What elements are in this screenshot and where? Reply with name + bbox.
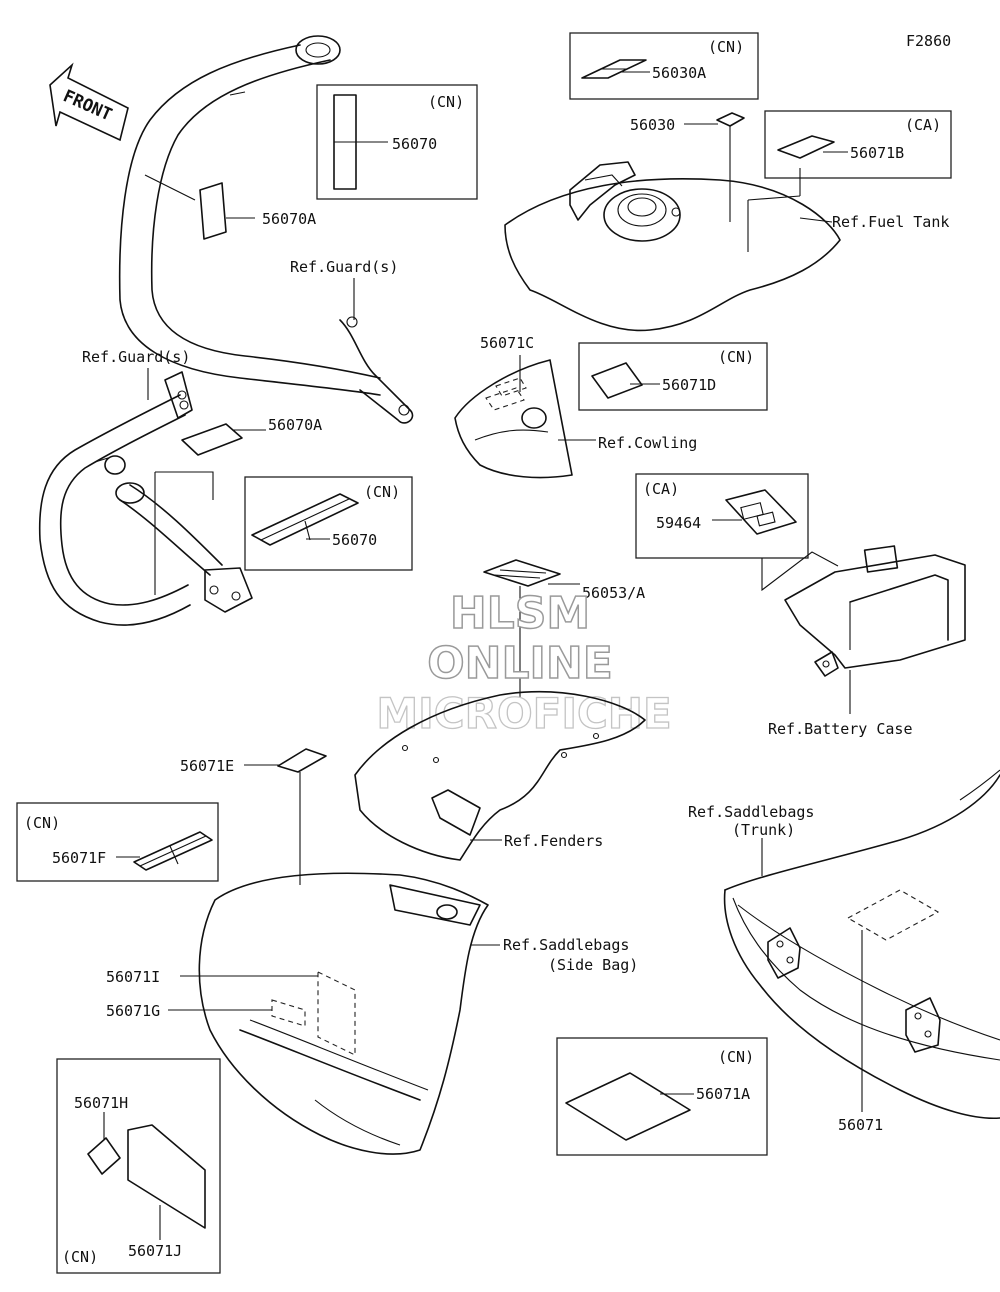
ca-tag-59464: (CA) xyxy=(643,480,679,498)
label-56071A-drawing xyxy=(565,1072,694,1141)
cn-tag-56030A: (CN) xyxy=(708,38,744,56)
part-56070A-top: 56070A xyxy=(262,210,316,228)
label-56071H-drawing xyxy=(87,1112,121,1175)
part-56070-top: 56070 xyxy=(392,135,437,153)
cn-box-56070-top xyxy=(316,84,478,200)
part-56071J: 56071J xyxy=(128,1242,182,1260)
cn-box-56071D xyxy=(578,342,768,411)
part-56053A: 56053/A xyxy=(582,584,645,602)
part-56071C: 56071C xyxy=(480,334,534,352)
ref-fenders: Ref.Fenders xyxy=(504,832,603,850)
engine-guard-top-drawing xyxy=(118,35,414,424)
cn-tag-56070-top: (CN) xyxy=(428,93,464,111)
label-56071J-drawing xyxy=(127,1124,206,1240)
part-59464: 59464 xyxy=(656,514,701,532)
saddlebag-side-drawing xyxy=(168,872,500,1155)
part-56071D: 56071D xyxy=(662,376,716,394)
cn-box-56071A xyxy=(556,1037,768,1156)
ref-saddlebags-trunk-1: Ref.Saddlebags xyxy=(688,803,814,821)
fuel-tank-drawing xyxy=(504,112,841,332)
cn-box-56071HJ xyxy=(56,1058,221,1274)
label-56070-top-drawing xyxy=(333,94,388,190)
part-56071H: 56071H xyxy=(74,1094,128,1112)
label-56071E-drawing xyxy=(244,748,327,885)
part-56071A: 56071A xyxy=(696,1085,750,1103)
fender-drawing xyxy=(354,691,646,861)
cn-tag-56071D: (CN) xyxy=(718,348,754,366)
part-56071F: 56071F xyxy=(52,849,106,867)
cn-tag-56071A: (CN) xyxy=(718,1048,754,1066)
label-56070-mid-drawing xyxy=(251,493,359,546)
part-56070A-mid: 56070A xyxy=(268,416,322,434)
figure-code: F2860 xyxy=(906,32,951,50)
cn-box-56070-mid xyxy=(244,476,413,571)
ref-fuel-tank: Ref.Fuel Tank xyxy=(832,213,949,231)
ref-cowling: Ref.Cowling xyxy=(598,434,697,452)
part-56071E: 56071E xyxy=(180,757,234,775)
watermark-line2: ONLINE xyxy=(427,638,613,689)
cn-tag-56071F: (CN) xyxy=(24,814,60,832)
ref-saddlebags-trunk-2: (Trunk) xyxy=(732,821,795,839)
cn-box-56030A xyxy=(569,32,759,100)
ca-box-59464 xyxy=(635,473,809,559)
ref-guard-left: Ref.Guard(s) xyxy=(82,348,190,366)
part-56071G: 56071G xyxy=(106,1002,160,1020)
part-56030A: 56030A xyxy=(652,64,706,82)
label-56030A-drawing xyxy=(581,59,650,79)
cowling-drawing xyxy=(454,355,596,479)
part-56071I: 56071I xyxy=(106,968,160,986)
ref-battery-case: Ref.Battery Case xyxy=(768,720,913,738)
label-56070A-mid-drawing xyxy=(181,423,266,456)
label-56053A-drawing xyxy=(483,559,580,700)
label-56071D-drawing xyxy=(591,362,660,399)
battery-case-drawing xyxy=(761,545,966,714)
part-56030: 56030 xyxy=(630,116,675,134)
watermark-line3: MICROFICHE xyxy=(376,689,671,738)
part-56071B: 56071B xyxy=(850,144,904,162)
label-56071B-drawing xyxy=(777,135,848,159)
part-56070-mid: 56070 xyxy=(332,531,377,549)
label-59464-drawing xyxy=(712,489,797,535)
watermark-line1: HLSM xyxy=(450,588,590,639)
front-arrow-icon: FRONT xyxy=(49,62,129,142)
saddlebag-trunk-drawing xyxy=(723,769,1000,1120)
cn-tag-56071HJ: (CN) xyxy=(62,1248,98,1266)
label-56071F-drawing xyxy=(116,831,213,871)
part-56071: 56071 xyxy=(838,1116,883,1134)
cn-box-56071F xyxy=(16,802,219,882)
ca-tag-56071B: (CA) xyxy=(905,116,941,134)
ref-saddlebags-side-2: (Side Bag) xyxy=(548,956,638,974)
ca-box-56071B xyxy=(764,110,952,179)
ref-guard-top: Ref.Guard(s) xyxy=(290,258,398,276)
ref-saddlebags-side-1: Ref.Saddlebags xyxy=(503,936,629,954)
watermark: HLSM ONLINE MICROFICHE xyxy=(376,587,673,738)
engine-guard-left-drawing xyxy=(38,371,253,626)
label-56070A-top-drawing xyxy=(199,182,255,240)
cn-tag-56070-mid: (CN) xyxy=(364,483,400,501)
